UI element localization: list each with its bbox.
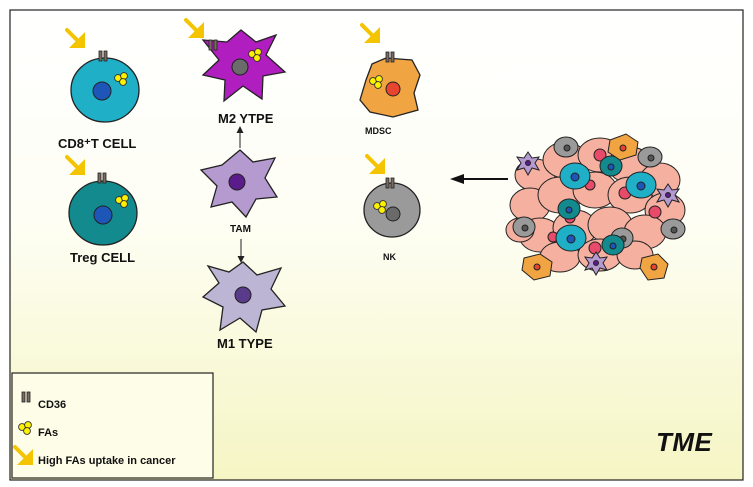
tam-label: TAM [230, 224, 251, 235]
polarization-arrow-down [237, 239, 245, 263]
treg-cell-label: Treg CELL [70, 250, 136, 265]
tme-label: TME [656, 427, 713, 457]
legend-cd36-label: CD36 [38, 399, 67, 411]
nk-label: NK [383, 252, 396, 262]
tme-arrow [450, 174, 508, 184]
legend-uptake-label: High FAs uptake in cancer [38, 455, 176, 467]
nk-cell [363, 154, 421, 238]
mdsc-label: MDSC [365, 126, 392, 136]
polarization-arrow-up [236, 126, 244, 148]
treg-cell [65, 155, 138, 246]
cd8-t-cell [65, 28, 140, 123]
m2-macrophage [184, 18, 287, 103]
tumor-mass-illustration [505, 133, 686, 281]
m1-macrophage [201, 261, 287, 334]
legend-box [11, 372, 214, 479]
mdsc-cell [359, 23, 421, 118]
m2-type-label: M2 YTPE [218, 111, 274, 126]
m1-type-label: M1 TYPE [217, 336, 273, 351]
cd8-t-cell-label: CD8⁺T CELL [58, 136, 137, 151]
tam-macrophage [199, 149, 279, 219]
legend-fas-label: FAs [38, 427, 59, 439]
